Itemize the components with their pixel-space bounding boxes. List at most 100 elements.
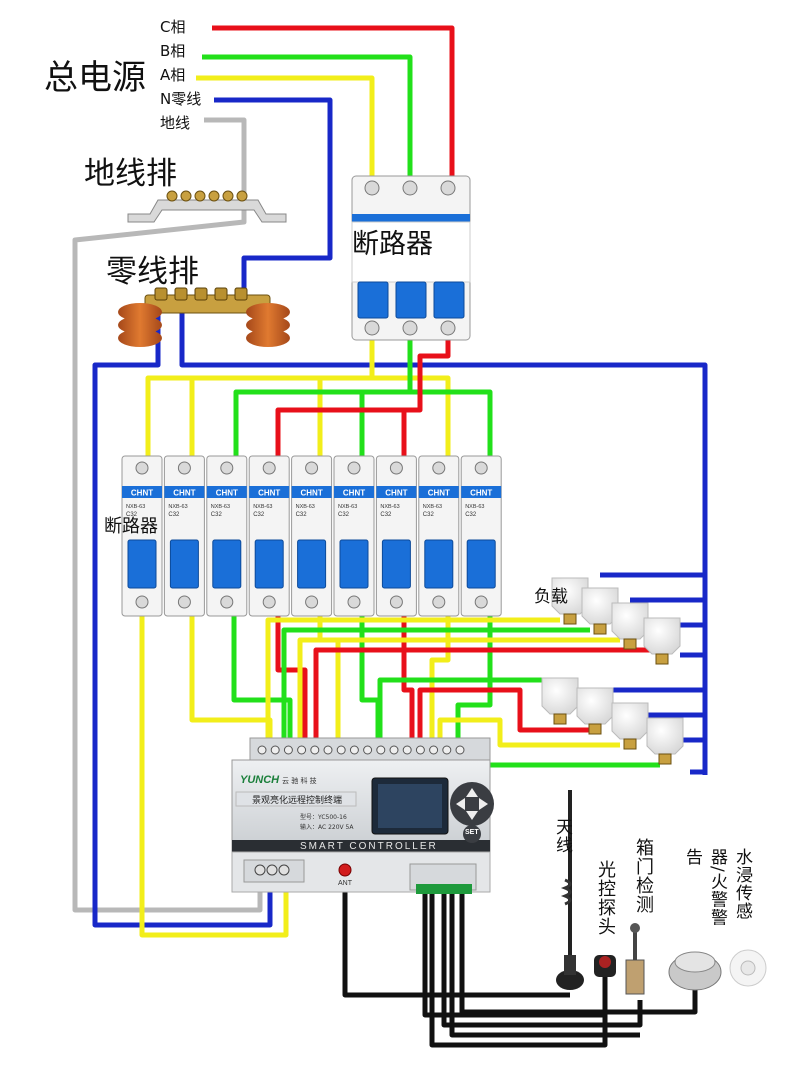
breaker-handle[interactable]: [127, 539, 157, 589]
breaker-model: NXB-63: [296, 504, 315, 510]
breaker-screw-icon: [305, 461, 319, 475]
breaker-handle[interactable]: [339, 539, 369, 589]
set-button[interactable]: SET: [465, 829, 479, 836]
terminal-screw-icon: [376, 745, 386, 755]
breaker-screw-icon: [220, 595, 234, 609]
breaker-rating: C32: [465, 512, 477, 518]
terminal-screw-icon: [455, 745, 465, 755]
antenna-label: 天线: [552, 818, 572, 854]
wire-b-bus-2: [359, 389, 410, 460]
controller-keypad: [450, 782, 494, 843]
breaker-model: NXB-63: [168, 504, 187, 510]
wires: [72, 25, 708, 1048]
breaker-screw-icon: [305, 595, 319, 609]
wire-out-1: [139, 606, 289, 938]
breaker-brand: CHNT: [131, 489, 153, 498]
power-phase-c-label: C相: [160, 18, 186, 36]
water-fire-label: 水浸传感器/火警警告: [682, 848, 752, 927]
breaker-model: NXB-63: [465, 504, 484, 510]
wire-c-bus: [275, 332, 451, 460]
breaker-rating: C32: [423, 512, 435, 518]
breaker-screw-icon: [177, 461, 191, 475]
neutral-bar-label: 零线排: [106, 254, 199, 290]
neutral-bar-insulator-left: [118, 303, 162, 347]
wire-load-5: [377, 677, 560, 745]
breaker-handle[interactable]: [169, 539, 199, 589]
arrow-left-icon[interactable]: [456, 798, 465, 810]
breaker-brand: CHNT: [173, 489, 195, 498]
terminal-screw-icon: [363, 745, 373, 755]
breaker-handle[interactable]: [424, 539, 454, 589]
smart-controller: [231, 737, 494, 894]
breaker-brand: CHNT: [300, 489, 322, 498]
breaker-screw-icon: [220, 461, 234, 475]
power-title: 总电源: [44, 58, 146, 98]
water-sensor: [668, 951, 722, 991]
led-bulb-icon: [551, 577, 589, 625]
wire-load-6: [417, 687, 590, 745]
power-neutral-label: N零线: [160, 90, 202, 108]
breaker-screw-icon: [262, 461, 276, 475]
breaker-brand: CHNT: [470, 489, 492, 498]
breaker-screw-icon: [135, 461, 149, 475]
breaker-screw-icon: [474, 461, 488, 475]
neutral-bar-insulator-right: [246, 303, 290, 347]
wire-out-4: [275, 606, 308, 745]
load-label: 负载: [534, 587, 568, 607]
wire-b-bus: [233, 332, 413, 460]
controller-spec-2: 输入：AC 220V 5A: [300, 824, 354, 831]
breaker-screw-icon: [432, 595, 446, 609]
wire-signal-water: [459, 890, 698, 1015]
arrow-right-icon[interactable]: [479, 798, 488, 810]
breaker-screw-icon: [262, 595, 276, 609]
controller-spec-1: 型号：YC500-16: [300, 814, 347, 821]
terminal-screw-icon: [389, 745, 399, 755]
controller-terminals-top: [257, 745, 465, 755]
main-breaker-label: 断路器: [352, 229, 433, 260]
wire-load-3: [297, 637, 620, 745]
wire-out-9: [455, 606, 493, 745]
breaker-handle[interactable]: [212, 539, 242, 589]
wire-signal-light: [422, 890, 608, 1018]
ant-port-label: ANT: [338, 880, 352, 887]
wire-signal-light-2: [429, 890, 608, 1048]
terminal-screw-icon: [297, 745, 307, 755]
wire-phase-c-in: [212, 25, 455, 188]
led-bulb-icon: [581, 587, 619, 635]
breaker-screw-icon: [177, 595, 191, 609]
power-ground-label: 地线: [160, 114, 191, 132]
breaker-handle[interactable]: [254, 539, 284, 589]
controller-brand: YUNCH: [240, 774, 280, 786]
breaker-rating: C32: [126, 512, 138, 518]
breaker-handle[interactable]: [466, 539, 496, 589]
wire-a-bus-3: [317, 375, 372, 460]
light-sensor: [594, 955, 616, 977]
led-bulb-icon: [646, 717, 684, 765]
arrow-up-icon[interactable]: [466, 788, 478, 797]
breaker-brand: CHNT: [343, 489, 365, 498]
wire-out-8: [429, 606, 451, 745]
breaker-brand: CHNT: [385, 489, 407, 498]
terminal-screw-icon: [323, 745, 333, 755]
arrow-down-icon[interactable]: [466, 811, 478, 820]
main-breaker: [351, 175, 471, 341]
breaker-brand: CHNT: [428, 489, 450, 498]
wire-out-6: [359, 606, 381, 745]
breaker-model: NXB-63: [423, 504, 442, 510]
terminal-screw-icon: [442, 745, 452, 755]
loads: [541, 577, 684, 765]
breaker-handle[interactable]: [297, 539, 327, 589]
door-detect-label: 箱门检测: [633, 838, 654, 914]
breaker-handle[interactable]: [381, 539, 411, 589]
ground-bar: [127, 190, 287, 223]
wire-ground-in: [72, 117, 263, 913]
terminal-screw-icon: [257, 745, 267, 755]
led-bulb-icon: [611, 602, 649, 650]
light-sensor-label: 光控探头: [595, 860, 616, 936]
wire-out-7: [401, 606, 415, 745]
